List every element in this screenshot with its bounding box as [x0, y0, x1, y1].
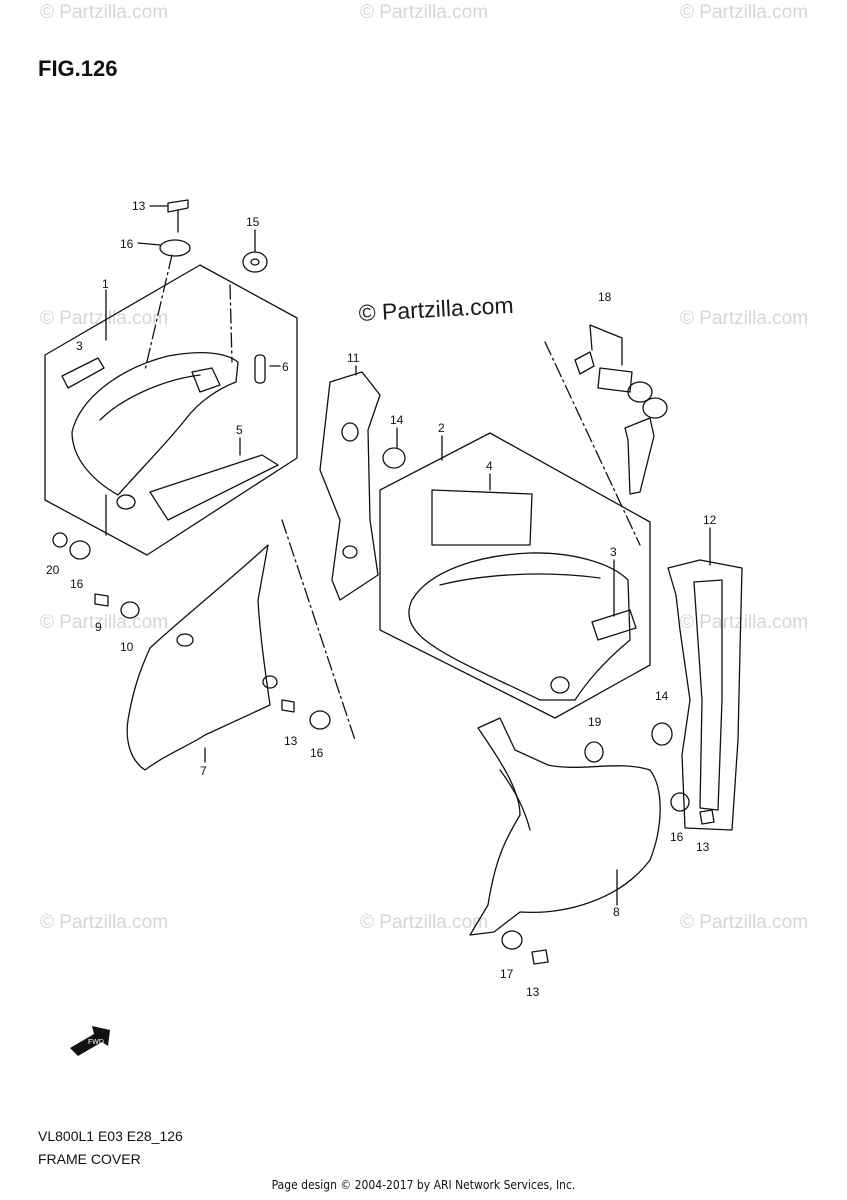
bolt-part: [699, 809, 715, 825]
grommet-hole: [116, 494, 136, 510]
callout-label: 16: [310, 746, 324, 760]
lower-cover-left: [126, 544, 271, 771]
callout-label: 7: [200, 764, 207, 778]
alignment-line: [544, 341, 641, 546]
cushion-part: [69, 540, 91, 560]
assembly-outline-1: [44, 264, 298, 556]
callout-label: 6: [282, 360, 289, 374]
callout-label: 14: [655, 689, 669, 703]
watermark: © Partzilla.com: [680, 612, 809, 633]
mount-hole: [262, 675, 278, 689]
cushion-part: [670, 792, 690, 812]
seal-frame-right: [667, 559, 743, 831]
callout-label: 3: [610, 545, 617, 559]
callout-label: 16: [670, 830, 684, 844]
callout-label: 2: [438, 421, 445, 435]
watermark: © Partzilla.com: [40, 2, 169, 23]
bracket-left: [319, 371, 381, 601]
pin-part: [254, 354, 266, 384]
cushion-part: [501, 930, 523, 950]
watermark: © Partzilla.com: [680, 912, 809, 933]
callout-label: 14: [390, 413, 404, 427]
seal-strip: [149, 454, 279, 521]
callout-label: 20: [46, 563, 60, 577]
callout-label: 13: [284, 734, 298, 748]
cushion-part: [159, 239, 191, 257]
key-blade: [624, 417, 655, 495]
cushion-part-hole: [250, 258, 260, 266]
watermark: © Partzilla.com: [40, 912, 169, 933]
callout-label: 15: [246, 215, 260, 229]
bolt-part: [531, 949, 549, 965]
callout-label: 13: [526, 985, 540, 999]
seal-frame-right-inner: [693, 579, 723, 811]
frame-cover-left-edge: [99, 374, 201, 421]
cushion-part: [651, 722, 673, 746]
callout-label: 4: [486, 459, 493, 473]
bolt-part: [167, 199, 189, 213]
cushion-part: [382, 447, 406, 469]
lock-nut: [574, 351, 595, 375]
callout-label: 8: [613, 905, 620, 919]
lower-cover-right: [469, 717, 661, 936]
cushion-part: [309, 710, 331, 730]
callout-label: 19: [588, 715, 602, 729]
cushion-part: [584, 741, 604, 763]
copyright-footer: Page design © 2004-2017 by ARI Network S…: [271, 1178, 576, 1192]
frame-cover-left: [71, 352, 239, 496]
watermark: © Partzilla.com: [360, 2, 489, 23]
cushion-part: [242, 251, 268, 273]
key-head: [642, 397, 668, 419]
frame-cover-right: [408, 552, 631, 701]
alignment-line: [144, 254, 173, 371]
frame-cover-right-edge: [439, 573, 601, 586]
callout-label: 5: [236, 423, 243, 437]
grommet-hole: [550, 676, 570, 694]
forward-arrow-icon: FWD: [70, 1026, 110, 1056]
bracket-stud: [341, 422, 359, 442]
bolt-part: [281, 699, 295, 713]
emblem-right: [591, 609, 637, 641]
leader-line: [137, 242, 161, 246]
callout-label: 9: [95, 620, 102, 634]
collar-part: [120, 601, 140, 619]
callout-label: 3: [76, 339, 83, 353]
label-sheet: [431, 489, 533, 546]
callout-label: 11: [347, 351, 360, 365]
watermark: © Partzilla.com: [360, 912, 489, 933]
assembly-name: FRAME COVER: [38, 1151, 141, 1167]
frame-cover-left-mount: [191, 367, 221, 393]
callout-label: 16: [70, 577, 84, 591]
callout-label: 1: [102, 277, 109, 291]
watermark: © Partzilla.com: [40, 612, 169, 633]
bracket-hole: [342, 545, 358, 559]
callout-label: 13: [696, 840, 710, 854]
alignment-line: [281, 519, 356, 741]
callout-label: 17: [500, 967, 514, 981]
fwd-label: FWD: [88, 1039, 104, 1046]
callout-label: 18: [598, 290, 612, 304]
watermark: © Partzilla.com: [680, 2, 809, 23]
alignment-line: [229, 284, 233, 363]
callout-label: 10: [120, 640, 134, 654]
assembly-outline-2: [379, 432, 651, 719]
mount-hole: [176, 633, 194, 647]
key-head: [627, 381, 653, 403]
callout-label: 16: [120, 237, 134, 251]
callout-label: 12: [703, 513, 717, 527]
lock-cylinder: [597, 367, 633, 393]
watermark: © Partzilla.com: [40, 308, 169, 329]
emblem-left: [61, 357, 105, 389]
bolt-part: [94, 593, 109, 607]
nut-part: [52, 532, 68, 548]
lower-cover-right-edge: [499, 769, 531, 831]
model-code: VL800L1 E03 E28_126: [38, 1128, 183, 1144]
watermark: © Partzilla.com: [680, 308, 809, 329]
callout-label: 13: [132, 199, 146, 213]
callout-labels: 13 16 15 1 3 6 5 20 16 9 10 7 13 16 11 1…: [46, 199, 717, 999]
figure-title: FIG.126: [38, 56, 118, 81]
leader-bracket: [589, 324, 623, 366]
